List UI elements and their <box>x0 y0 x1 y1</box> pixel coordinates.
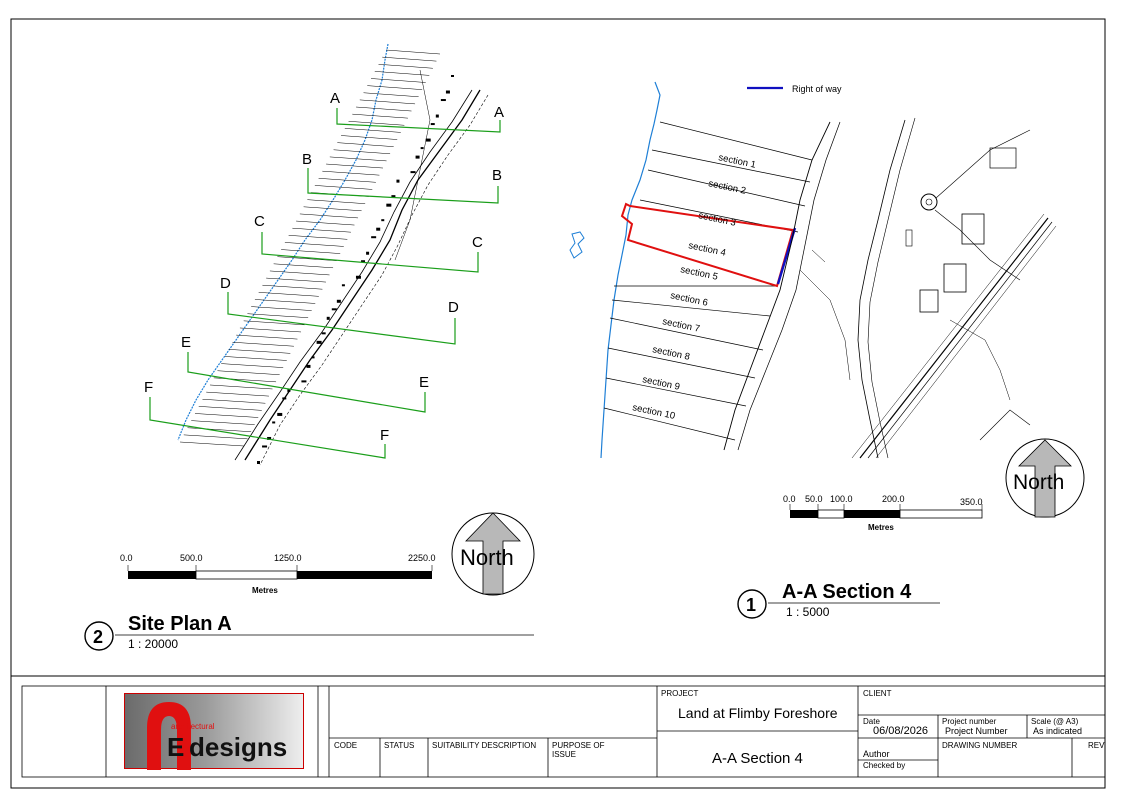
site-plan-scale-bar <box>127 565 433 580</box>
site-plan-map <box>149 43 501 466</box>
north-label: North <box>460 545 514 570</box>
marker-c-left: C <box>254 213 265 230</box>
company-logo: architectural E designs <box>124 693 304 770</box>
section-label: section 7 <box>661 316 700 335</box>
scale-tick: 200.0 <box>882 494 905 504</box>
scale-tick: 100.0 <box>830 494 853 504</box>
view-number-bubble <box>84 621 114 651</box>
scale-value: As indicated <box>1033 726 1083 736</box>
col-code: CODE <box>334 741 358 750</box>
project-number-label: Project number <box>942 717 997 726</box>
section-scale-bar <box>789 504 983 519</box>
marker-a-left: A <box>330 90 340 107</box>
drawing-number-label: DRAWING NUMBER <box>942 741 1018 750</box>
project-name: Land at Flimby Foreshore <box>678 705 838 721</box>
scale-tick: 500.0 <box>180 553 203 563</box>
section-label: section 3 <box>697 210 736 229</box>
view-scale: 1 : 20000 <box>128 637 178 651</box>
drawing-title: A-A Section 4 <box>712 750 803 767</box>
col-suitability: SUITABILITY DESCRIPTION <box>432 741 537 750</box>
marker-e-left: E <box>181 334 191 351</box>
scale-tick: 1250.0 <box>274 553 302 563</box>
view-title: A-A Section 4 <box>782 581 912 603</box>
view-number: 2 <box>93 627 103 647</box>
section-label: section 8 <box>651 344 690 363</box>
marker-b-left: B <box>302 151 312 168</box>
north-label: North <box>1013 471 1064 494</box>
view-scale: 1 : 5000 <box>786 605 830 619</box>
marker-e-right: E <box>419 374 429 391</box>
project-label: PROJECT <box>661 689 699 698</box>
section-label: section 6 <box>669 290 708 309</box>
checked-label: Checked by <box>863 761 906 770</box>
legend-right-of-way: Right of way <box>792 84 842 94</box>
date-value: 06/08/2026 <box>873 725 929 737</box>
logo-small-text: architectural <box>171 722 215 731</box>
section-label: section 9 <box>641 374 680 393</box>
marker-a-right: A <box>494 104 504 121</box>
title-block <box>21 685 1106 778</box>
scale-tick: 50.0 <box>805 494 823 504</box>
north-arrow-icon <box>1005 438 1085 518</box>
marker-b-right: B <box>492 167 502 184</box>
col-purpose: PURPOSE OF ISSUE <box>552 741 605 759</box>
section-label: section 1 <box>717 152 756 171</box>
view-title: Site Plan A <box>128 613 232 635</box>
marker-f-right: F <box>380 427 389 444</box>
view-number: 1 <box>746 595 756 615</box>
col-status: STATUS <box>384 741 415 750</box>
scale-tick: 350.0 <box>960 497 983 507</box>
section-label: section 4 <box>687 240 726 259</box>
sheet-border <box>10 18 1106 789</box>
marker-d-left: D <box>220 275 231 292</box>
logo-letter: E <box>167 732 185 762</box>
marker-d-right: D <box>448 299 459 316</box>
section-label: section 2 <box>707 178 746 197</box>
logo-word: designs <box>189 732 288 762</box>
scale-tick: 0.0 <box>120 553 133 563</box>
scale-unit: Metres <box>868 523 894 532</box>
scale-tick: 0.0 <box>783 494 796 504</box>
view-number-bubble <box>737 589 767 619</box>
section-view-map <box>569 81 1057 459</box>
date-label: Date <box>863 717 880 726</box>
rev-label: REV <box>1088 741 1105 750</box>
section-label: section 10 <box>631 402 676 422</box>
scale-label: Scale (@ A3) <box>1031 717 1079 726</box>
marker-f-left: F <box>144 379 153 396</box>
client-label: CLIENT <box>863 689 892 698</box>
section-cut-lines <box>149 108 501 459</box>
scale-tick: 2250.0 <box>408 553 436 563</box>
marker-c-right: C <box>472 234 483 251</box>
project-number-value: Project Number <box>945 726 1008 736</box>
author-label: Author <box>863 749 890 759</box>
north-arrow-icon <box>451 512 535 596</box>
scale-unit: Metres <box>252 586 278 595</box>
